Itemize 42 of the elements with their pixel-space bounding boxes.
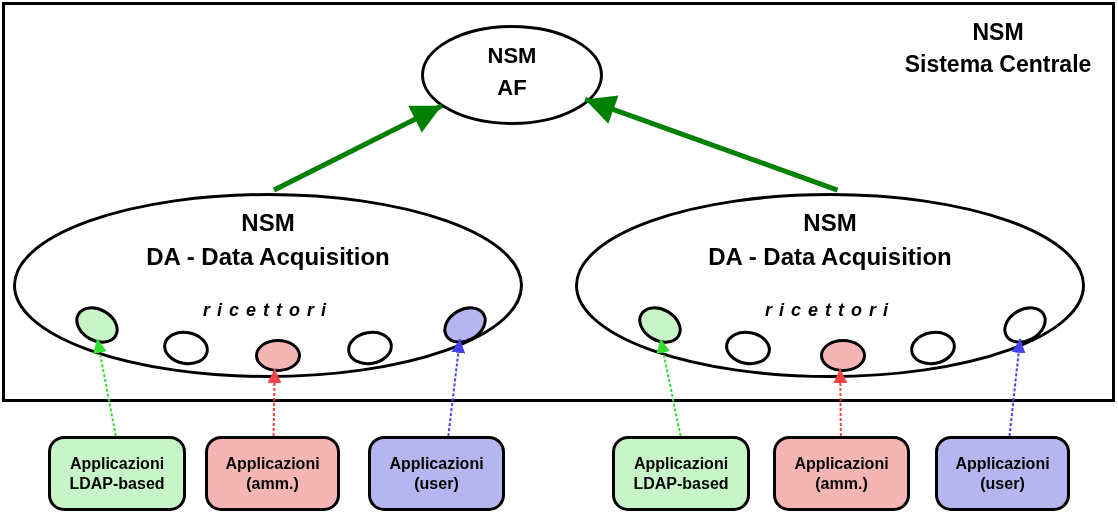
dotted-arrow xyxy=(92,337,117,437)
module-ellipse xyxy=(13,193,523,378)
node-label: NSM xyxy=(486,43,538,69)
arrow xyxy=(272,103,443,193)
dotted-arrow xyxy=(267,368,282,437)
application-box xyxy=(935,436,1070,511)
application-box xyxy=(205,436,340,511)
node-label: Applicazioni (user) xyxy=(388,453,485,494)
node-label: DA - Data Acquisition xyxy=(145,243,391,271)
node-label: Sistema Centrale xyxy=(903,51,1093,78)
application-box xyxy=(773,436,910,511)
application-box xyxy=(612,436,750,511)
section-label: ricettori xyxy=(764,299,896,321)
application-box xyxy=(48,436,186,511)
receiver-ellipse xyxy=(910,331,956,365)
receiver-ellipse xyxy=(163,331,209,365)
node-label: Applicazioni (amm.) xyxy=(793,453,890,494)
receiver-ellipse xyxy=(442,308,488,342)
receiver-ellipse xyxy=(347,331,393,365)
module-ellipse xyxy=(575,193,1085,378)
node-label: AF xyxy=(496,75,528,101)
application-box xyxy=(368,436,505,511)
receiver-ellipse xyxy=(74,308,120,342)
dotted-arrow xyxy=(1008,337,1026,437)
system-boundary xyxy=(2,2,1115,402)
dotted-arrow xyxy=(656,337,682,437)
process-ellipse xyxy=(421,25,603,125)
node-label: DA - Data Acquisition xyxy=(707,243,953,271)
arrow xyxy=(584,95,839,193)
receiver-ellipse xyxy=(1002,308,1048,342)
node-label: Applicazioni (user) xyxy=(954,453,1051,494)
node-label: Applicazioni (amm.) xyxy=(224,453,321,494)
dotted-arrow xyxy=(447,337,466,437)
node-label: NSM xyxy=(240,209,296,237)
section-label: ricettori xyxy=(202,299,334,321)
node-label: NSM xyxy=(802,209,858,237)
dotted-arrow xyxy=(833,368,848,437)
node-label: NSM xyxy=(971,19,1025,46)
receiver-ellipse xyxy=(725,331,771,365)
node-label: Applicazioni LDAP-based xyxy=(632,453,730,494)
receiver-ellipse xyxy=(637,308,683,342)
node-label: Applicazioni LDAP-based xyxy=(68,453,166,494)
